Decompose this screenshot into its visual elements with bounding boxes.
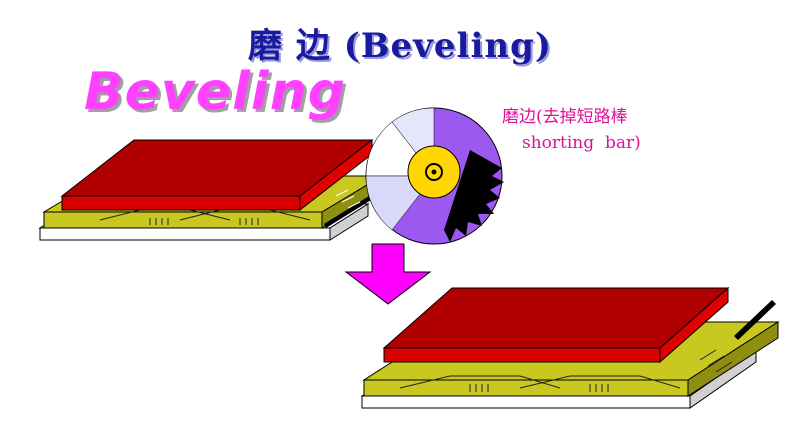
caption-line-1: 磨边(去掉短路棒 (502, 107, 628, 127)
page-title: 磨 边 (Beveling) (248, 26, 552, 66)
panel-after (360, 286, 780, 409)
panel-after-edge (734, 300, 776, 340)
panel-before (38, 138, 384, 241)
caption-line-2: shorting bar) (522, 133, 641, 153)
beveling-caption: 磨边(去掉短路棒 shorting bar) (502, 104, 641, 156)
beveling-wordart: Beveling (84, 62, 346, 122)
down-arrow-icon (344, 243, 432, 305)
grinding-wheel (365, 107, 504, 245)
panel-before-shorting-bar (324, 188, 384, 228)
